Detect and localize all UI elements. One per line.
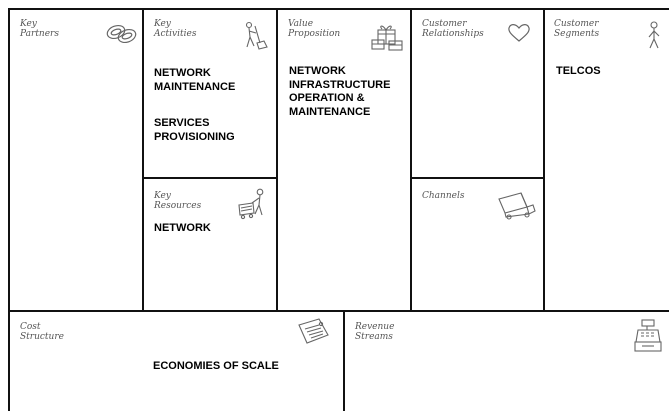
key-partners-title: Key Partners [20, 19, 59, 39]
divider-activities-value [276, 8, 278, 311]
cash-register-icon [632, 318, 664, 354]
truck-icon [497, 191, 537, 221]
divider-top-bottom [8, 310, 669, 312]
divider-cost-revenue [343, 310, 345, 411]
heart-icon [507, 23, 531, 43]
customer-segment-item: TELCOS [556, 65, 601, 77]
value-proposition-item: NETWORK INFRASTRUCTURE OPERATION & MAINT… [289, 65, 391, 118]
worker-digging-icon [242, 21, 270, 51]
channels-title: Channels [422, 191, 465, 201]
key-activity-item: SERVICES PROVISIONING [154, 117, 235, 143]
key-resource-item: NETWORK [154, 222, 211, 234]
key-partners-block: Key Partners [10, 10, 142, 310]
customer-segments-block: Customer Segments TELCOS [545, 10, 669, 310]
cost-item: ECONOMIES OF SCALE [153, 360, 279, 372]
revenue-streams-block: Revenue Streams [345, 311, 669, 411]
revenue-streams-title: Revenue Streams [355, 322, 395, 342]
key-activities-title: Key Activities [154, 19, 197, 39]
cost-structure-title: Cost Structure [20, 322, 64, 342]
channels-block: Channels [411, 178, 543, 310]
border-left [8, 8, 10, 411]
divider-relationships-channels [410, 177, 544, 179]
gift-icon [370, 20, 404, 52]
divider-relationships-segments [543, 8, 545, 311]
chain-links-icon [105, 23, 139, 45]
border-top [8, 8, 669, 10]
divider-partners-activities [142, 8, 144, 311]
cost-structure-block: Cost Structure ECONOMIES OF SCALE [10, 311, 343, 411]
customer-relationships-block: Customer Relationships [411, 10, 543, 177]
price-tag-icon [295, 317, 331, 345]
value-proposition-block: Value Proposition NETWORK INFRASTRUCTURE… [277, 10, 410, 310]
key-activities-block: Key Activities NETWORK MAINTENANCE SERVI… [143, 10, 276, 177]
worker-with-cart-icon [236, 187, 270, 221]
key-resources-title: Key Resources [154, 191, 202, 211]
divider-activities-resources [142, 177, 277, 179]
person-icon [646, 21, 666, 49]
divider-value-relationships [410, 8, 412, 311]
customer-segments-title: Customer Segments [554, 19, 600, 39]
key-activity-item: NETWORK MAINTENANCE [154, 67, 236, 93]
key-resources-block: Key Resources NETWORK [143, 178, 276, 310]
value-proposition-title: Value Proposition [288, 19, 341, 39]
customer-relationships-title: Customer Relationships [422, 19, 484, 39]
